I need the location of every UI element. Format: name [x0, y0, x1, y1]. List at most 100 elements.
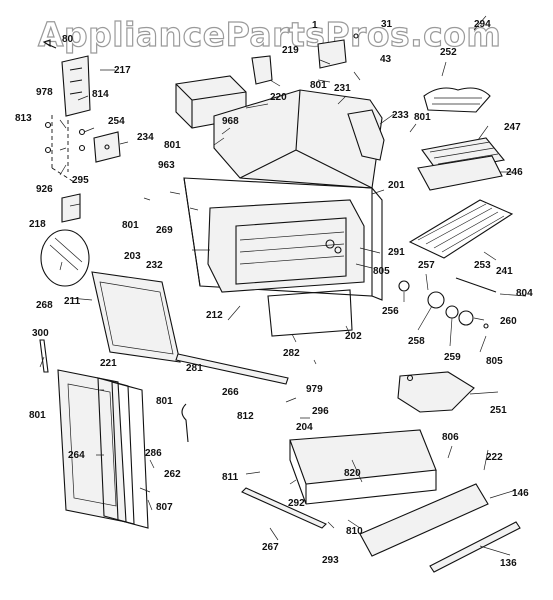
glass-264 — [97, 377, 149, 529]
part-label-201: 201 — [388, 180, 405, 191]
part-label-202: 202 — [345, 331, 362, 342]
part-label-217: 217 — [114, 65, 131, 76]
part-label-807: 807 — [156, 502, 173, 513]
part-label-801-top: 801 — [164, 140, 181, 151]
screw-80 — [42, 39, 57, 49]
part-label-212: 212 — [206, 310, 223, 321]
part-label-979: 979 — [306, 384, 323, 395]
drawer-204 — [289, 429, 437, 505]
part-label-269: 269 — [156, 225, 173, 236]
bracket-43 — [317, 33, 359, 69]
part-label-219: 219 — [282, 45, 299, 56]
part-label-294: 294 — [474, 19, 491, 30]
part-label-291: 291 — [388, 247, 405, 258]
part-label-241: 241 — [496, 266, 513, 277]
part-label-136: 136 — [500, 558, 517, 569]
hinge-281 — [181, 403, 189, 443]
drawer-front-222 — [359, 483, 489, 557]
part-label-801-left: 801 — [29, 410, 46, 421]
part-label-221: 221 — [100, 358, 117, 369]
part-label-805-cavity: 805 — [373, 266, 390, 277]
part-label-266: 266 — [222, 387, 239, 398]
part-label-264: 264 — [68, 450, 85, 461]
part-label-926: 926 — [36, 184, 53, 195]
part-label-814: 814 — [92, 89, 109, 100]
part-label-801-right: 801 — [414, 112, 431, 123]
knob-291 — [325, 239, 342, 254]
part-label-293: 293 — [322, 555, 339, 566]
part-label-813: 813 — [15, 113, 32, 124]
part-label-233: 233 — [392, 110, 409, 121]
part-label-253: 253 — [474, 260, 491, 271]
part-label-246: 246 — [506, 167, 523, 178]
part-label-300: 300 — [32, 328, 49, 339]
part-label-806: 806 — [442, 432, 459, 443]
leader-lines — [39, 15, 527, 556]
part-label-804: 804 — [516, 288, 533, 299]
dashed-leaders-left — [44, 115, 86, 183]
element-252 — [423, 87, 491, 113]
pan-251 — [397, 371, 475, 413]
part-label-978: 978 — [36, 87, 53, 98]
part-label-254: 254 — [108, 116, 125, 127]
part-label-968: 968 — [222, 116, 239, 127]
part-label-203: 203 — [124, 251, 141, 262]
oven-rack-241 — [408, 199, 514, 259]
part-label-256: 256 — [382, 306, 399, 317]
part-label-258: 258 — [408, 336, 425, 347]
part-label-811: 811 — [222, 472, 239, 483]
part-label-295: 295 — [72, 175, 89, 186]
part-label-43: 43 — [380, 54, 392, 65]
lamp-parts — [398, 280, 489, 329]
part-label-218: 218 — [29, 219, 46, 230]
part-label-259: 259 — [444, 352, 461, 363]
bracket-218 — [61, 193, 81, 223]
watermark-text: AppliancePartsPros.com — [38, 15, 501, 54]
broiler-pan-246 — [417, 155, 503, 191]
part-label-1: 1 — [312, 20, 318, 31]
part-label-292: 292 — [288, 498, 305, 509]
part-label-267: 267 — [262, 542, 279, 553]
oven-cavity-232 — [207, 199, 365, 293]
part-label-260: 260 — [500, 316, 517, 327]
door-frame-202 — [267, 289, 353, 337]
part-label-801-door: 801 — [156, 396, 173, 407]
part-label-262: 262 — [164, 469, 181, 480]
part-label-80: 80 — [62, 34, 74, 45]
rail-266 — [175, 353, 289, 385]
part-label-801-mid: 801 — [122, 220, 139, 231]
part-label-296: 296 — [312, 406, 329, 417]
part-label-801-center: 801 — [310, 80, 327, 91]
part-label-247: 247 — [504, 122, 521, 133]
part-label-268: 268 — [36, 300, 53, 311]
part-label-232: 232 — [146, 260, 163, 271]
drawer-rail-267 — [241, 487, 327, 529]
sensor-253 — [455, 277, 497, 293]
part-label-282: 282 — [283, 348, 300, 359]
part-label-805-lamp: 805 — [486, 356, 503, 367]
trim-136 — [429, 521, 521, 573]
part-label-234: 234 — [137, 132, 154, 143]
part-label-211: 211 — [64, 296, 81, 307]
part-label-812: 812 — [237, 411, 254, 422]
part-label-231: 231 — [334, 83, 351, 94]
door-liner-211 — [91, 271, 181, 363]
door-panel-221 — [57, 369, 127, 523]
part-label-963: 963 — [158, 160, 175, 171]
panel-268 — [40, 229, 90, 287]
part-label-810: 810 — [346, 526, 363, 537]
part-label-204: 204 — [296, 422, 313, 433]
duct-233 — [347, 109, 385, 161]
part-label-820: 820 — [344, 468, 361, 479]
part-label-286: 286 — [145, 448, 162, 459]
strip-300 — [39, 339, 49, 373]
part-label-251: 251 — [490, 405, 507, 416]
bracket-234 — [93, 131, 121, 163]
bracket-219 — [251, 55, 273, 85]
part-label-252: 252 — [440, 47, 457, 58]
part-label-257: 257 — [418, 260, 435, 271]
bracket-217 — [61, 55, 91, 117]
part-label-31: 31 — [381, 19, 393, 30]
part-label-220: 220 — [270, 92, 287, 103]
